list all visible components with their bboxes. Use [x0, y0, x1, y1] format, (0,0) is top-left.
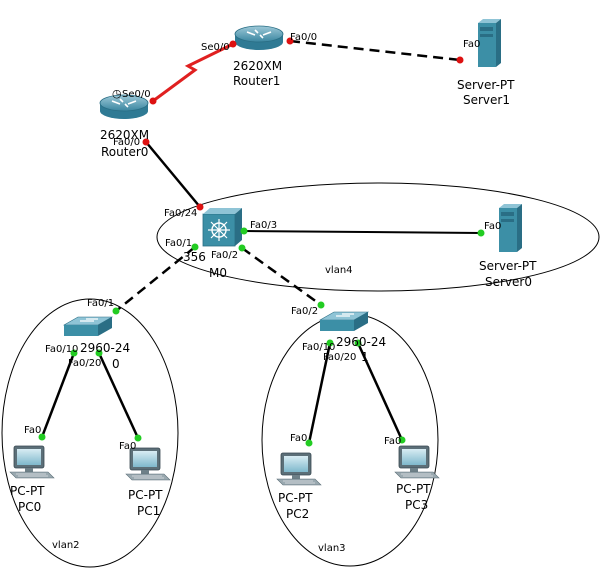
vlan2-outline [1, 298, 179, 568]
port-status-dot [229, 40, 237, 48]
port-status-dot [286, 37, 294, 45]
pc0-model-label: PC-PT [10, 484, 45, 498]
port-status-dot [238, 244, 246, 252]
port-label: Fa0 [119, 441, 136, 452]
pc3-name-label: PC3 [405, 498, 428, 512]
port-status-dot [326, 339, 334, 347]
port-status-dot [240, 227, 248, 235]
link-multilayer-server0[interactable] [243, 230, 482, 234]
port-label: Fa0 [290, 433, 307, 444]
router1-icon[interactable] [234, 25, 284, 51]
port-status-dot [38, 433, 46, 441]
server1-icon[interactable] [478, 19, 501, 67]
switch0-model-label: 2960-24 [80, 341, 130, 355]
pc0-name-label: PC0 [18, 500, 41, 514]
link-router1-server1[interactable] [289, 39, 461, 62]
vlan3-label: vlan3 [318, 543, 346, 554]
port-status-dot [305, 439, 313, 447]
pc1-model-label: PC-PT [128, 488, 163, 502]
switch1-icon[interactable] [319, 311, 369, 332]
port-label: Fa0/20 [68, 358, 101, 369]
port-label: Se0/0 [122, 89, 151, 100]
pc3-icon[interactable] [394, 445, 440, 479]
pc2-model-label: PC-PT [278, 491, 313, 505]
vlan2-label: vlan2 [52, 540, 80, 551]
port-label: Fa0/10 [302, 342, 335, 353]
port-label: Fa0/10 [45, 344, 78, 355]
switch0-name-label: 0 [112, 357, 120, 371]
router1-name-label: Router1 [233, 74, 280, 88]
port-label: Fa0/0 [113, 137, 140, 148]
link-switch0-pc1[interactable] [97, 352, 140, 439]
port-status-dot [477, 229, 485, 237]
pc0-icon[interactable] [9, 445, 55, 479]
multilayer-model-label: 356 [183, 250, 206, 264]
pc2-icon[interactable] [276, 452, 322, 486]
pc1-icon[interactable] [125, 447, 171, 481]
port-status-dot [142, 138, 150, 146]
port-status-dot [95, 349, 103, 357]
link-router0-multilayer[interactable] [145, 141, 201, 208]
clock-icon: ◷ [112, 87, 122, 100]
server0-name-label: Server0 [485, 275, 532, 289]
port-status-dot [456, 56, 464, 64]
link-switch0-pc0[interactable] [40, 352, 76, 438]
server0-model-label: Server-PT [479, 259, 537, 273]
port-status-dot [398, 436, 406, 444]
switch1-name-label: 1 [361, 350, 369, 364]
port-label: Fa0/1 [87, 298, 114, 309]
port-status-dot [70, 349, 78, 357]
port-label: Fa0 [463, 39, 480, 50]
router0-name-label: Router0 [101, 145, 148, 159]
port-label: Fa0/24 [164, 208, 197, 219]
link-switch1-pc3[interactable] [356, 342, 404, 441]
port-label: Fa0/3 [250, 220, 277, 231]
link-multilayer-switch0[interactable] [115, 246, 196, 312]
port-status-dot [191, 243, 199, 251]
pc1-name-label: PC1 [137, 504, 160, 518]
port-status-dot [149, 97, 157, 105]
switch0-icon[interactable] [63, 316, 113, 337]
server0-icon[interactable] [499, 204, 522, 252]
multilayer-switch-icon[interactable] [202, 208, 242, 247]
port-label: Se0/0 [201, 42, 230, 53]
link-switch1-pc2[interactable] [307, 342, 332, 444]
port-status-dot [196, 203, 204, 211]
port-label: Fa0/0 [290, 32, 317, 43]
port-label: Fa0/1 [165, 238, 192, 249]
port-status-dot [317, 301, 325, 309]
port-status-dot [112, 307, 120, 315]
pc3-model-label: PC-PT [396, 482, 431, 496]
serial-link-router0-router1[interactable] [152, 42, 234, 103]
port-status-dot [134, 434, 142, 442]
link-multilayer-switch1[interactable] [241, 246, 322, 307]
port-label: Fa0/2 [291, 306, 318, 317]
router0-model-label: 2620XM [100, 128, 149, 142]
router1-model-label: 2620XM [233, 59, 282, 73]
pc2-name-label: PC2 [286, 507, 309, 521]
port-label: Fa0/20 [323, 352, 356, 363]
port-label: Fa0 [384, 436, 401, 447]
port-label: Fa0/2 [211, 250, 238, 261]
vlan4-label: vlan4 [325, 265, 353, 276]
port-label: Fa0 [24, 425, 41, 436]
server1-name-label: Server1 [463, 93, 510, 107]
port-label: Fa0 [484, 221, 501, 232]
vlan4-outline [156, 182, 600, 292]
port-status-dot [354, 339, 362, 347]
server1-model-label: Server-PT [457, 78, 515, 92]
multilayer-name-label: M0 [209, 266, 227, 280]
switch1-model-label: 2960-24 [336, 335, 386, 349]
